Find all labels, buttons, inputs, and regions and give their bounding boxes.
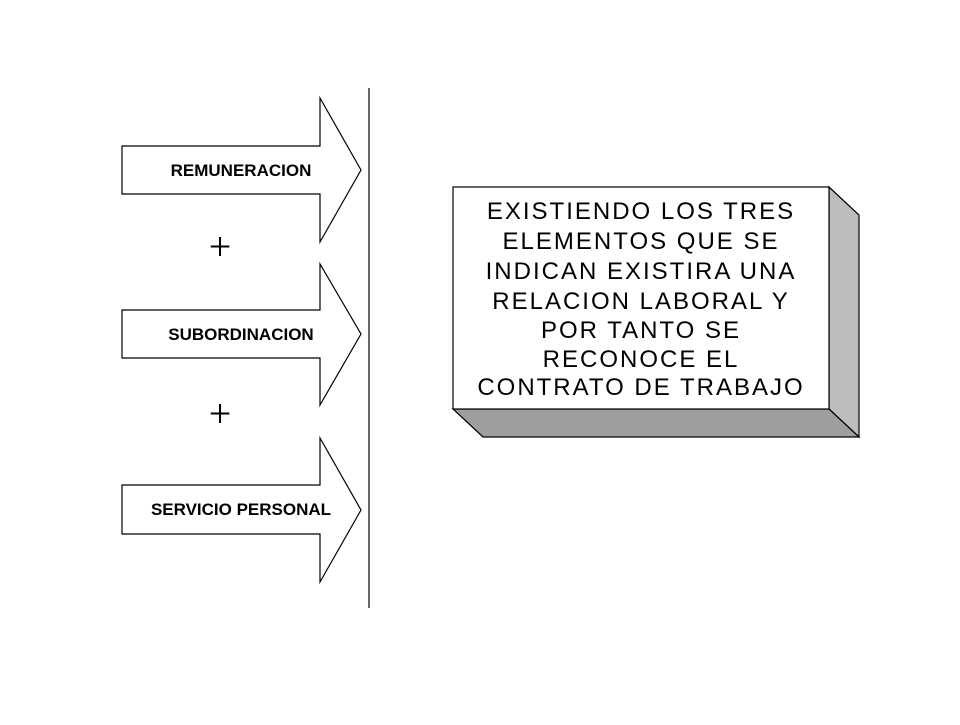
result-box-line-6: RECONOCE EL [543, 346, 740, 373]
arrow-remuneracion-label: REMUNERACION [171, 161, 312, 180]
plus-sign-2: + [209, 391, 232, 436]
result-box-line-2: ELEMENTOS QUE SE [503, 228, 780, 255]
result-box-line-3: INDICAN EXISTIRA UNA [486, 258, 797, 285]
arrow-servicio-personal-shape [121, 435, 362, 585]
arrow-subordinacion: SUBORDINACION [121, 261, 362, 408]
arrow-remuneracion: REMUNERACION [121, 95, 362, 245]
arrow-subordinacion-shape [121, 261, 362, 408]
result-box: EXISTIENDO LOS TRES ELEMENTOS QUE SE IND… [451, 185, 861, 439]
arrow-servicio-personal: SERVICIO PERSONAL [121, 435, 362, 585]
result-box-line-4: RELACION LABORAL Y [492, 288, 789, 315]
result-box-line-5: POR TANTO SE [541, 317, 741, 344]
arrow-remuneracion-shape [121, 95, 362, 245]
arrow-servicio-personal-label: SERVICIO PERSONAL [151, 500, 331, 519]
result-box-front-face [452, 186, 830, 410]
arrow-subordinacion-label: SUBORDINACION [168, 325, 313, 344]
plus-sign-1: + [209, 224, 232, 269]
result-box-line-1: EXISTIENDO LOS TRES [487, 198, 795, 225]
result-box-bottom-face [451, 408, 861, 438]
result-box-line-7: CONTRATO DE TRABAJO [477, 374, 804, 401]
result-box-side-face [828, 185, 860, 439]
